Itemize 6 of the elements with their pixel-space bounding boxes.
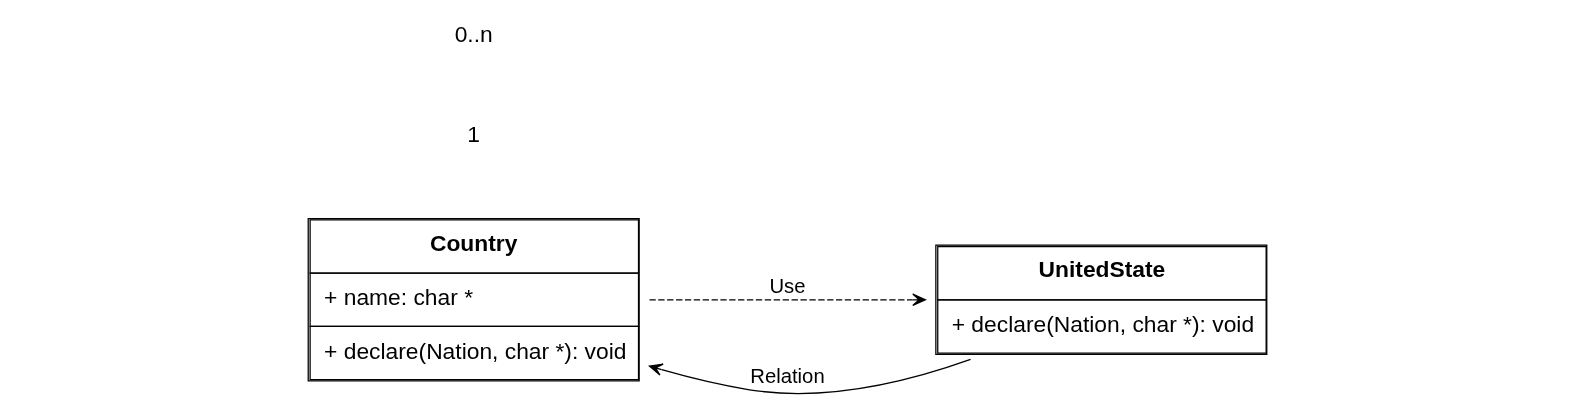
label: 1 <box>467 120 481 147</box>
edge-label: Use <box>769 275 806 298</box>
label: 0..n <box>454 20 493 47</box>
arrow <box>648 293 927 307</box>
edge-label: Relation <box>750 365 825 388</box>
arrow <box>648 358 972 394</box>
